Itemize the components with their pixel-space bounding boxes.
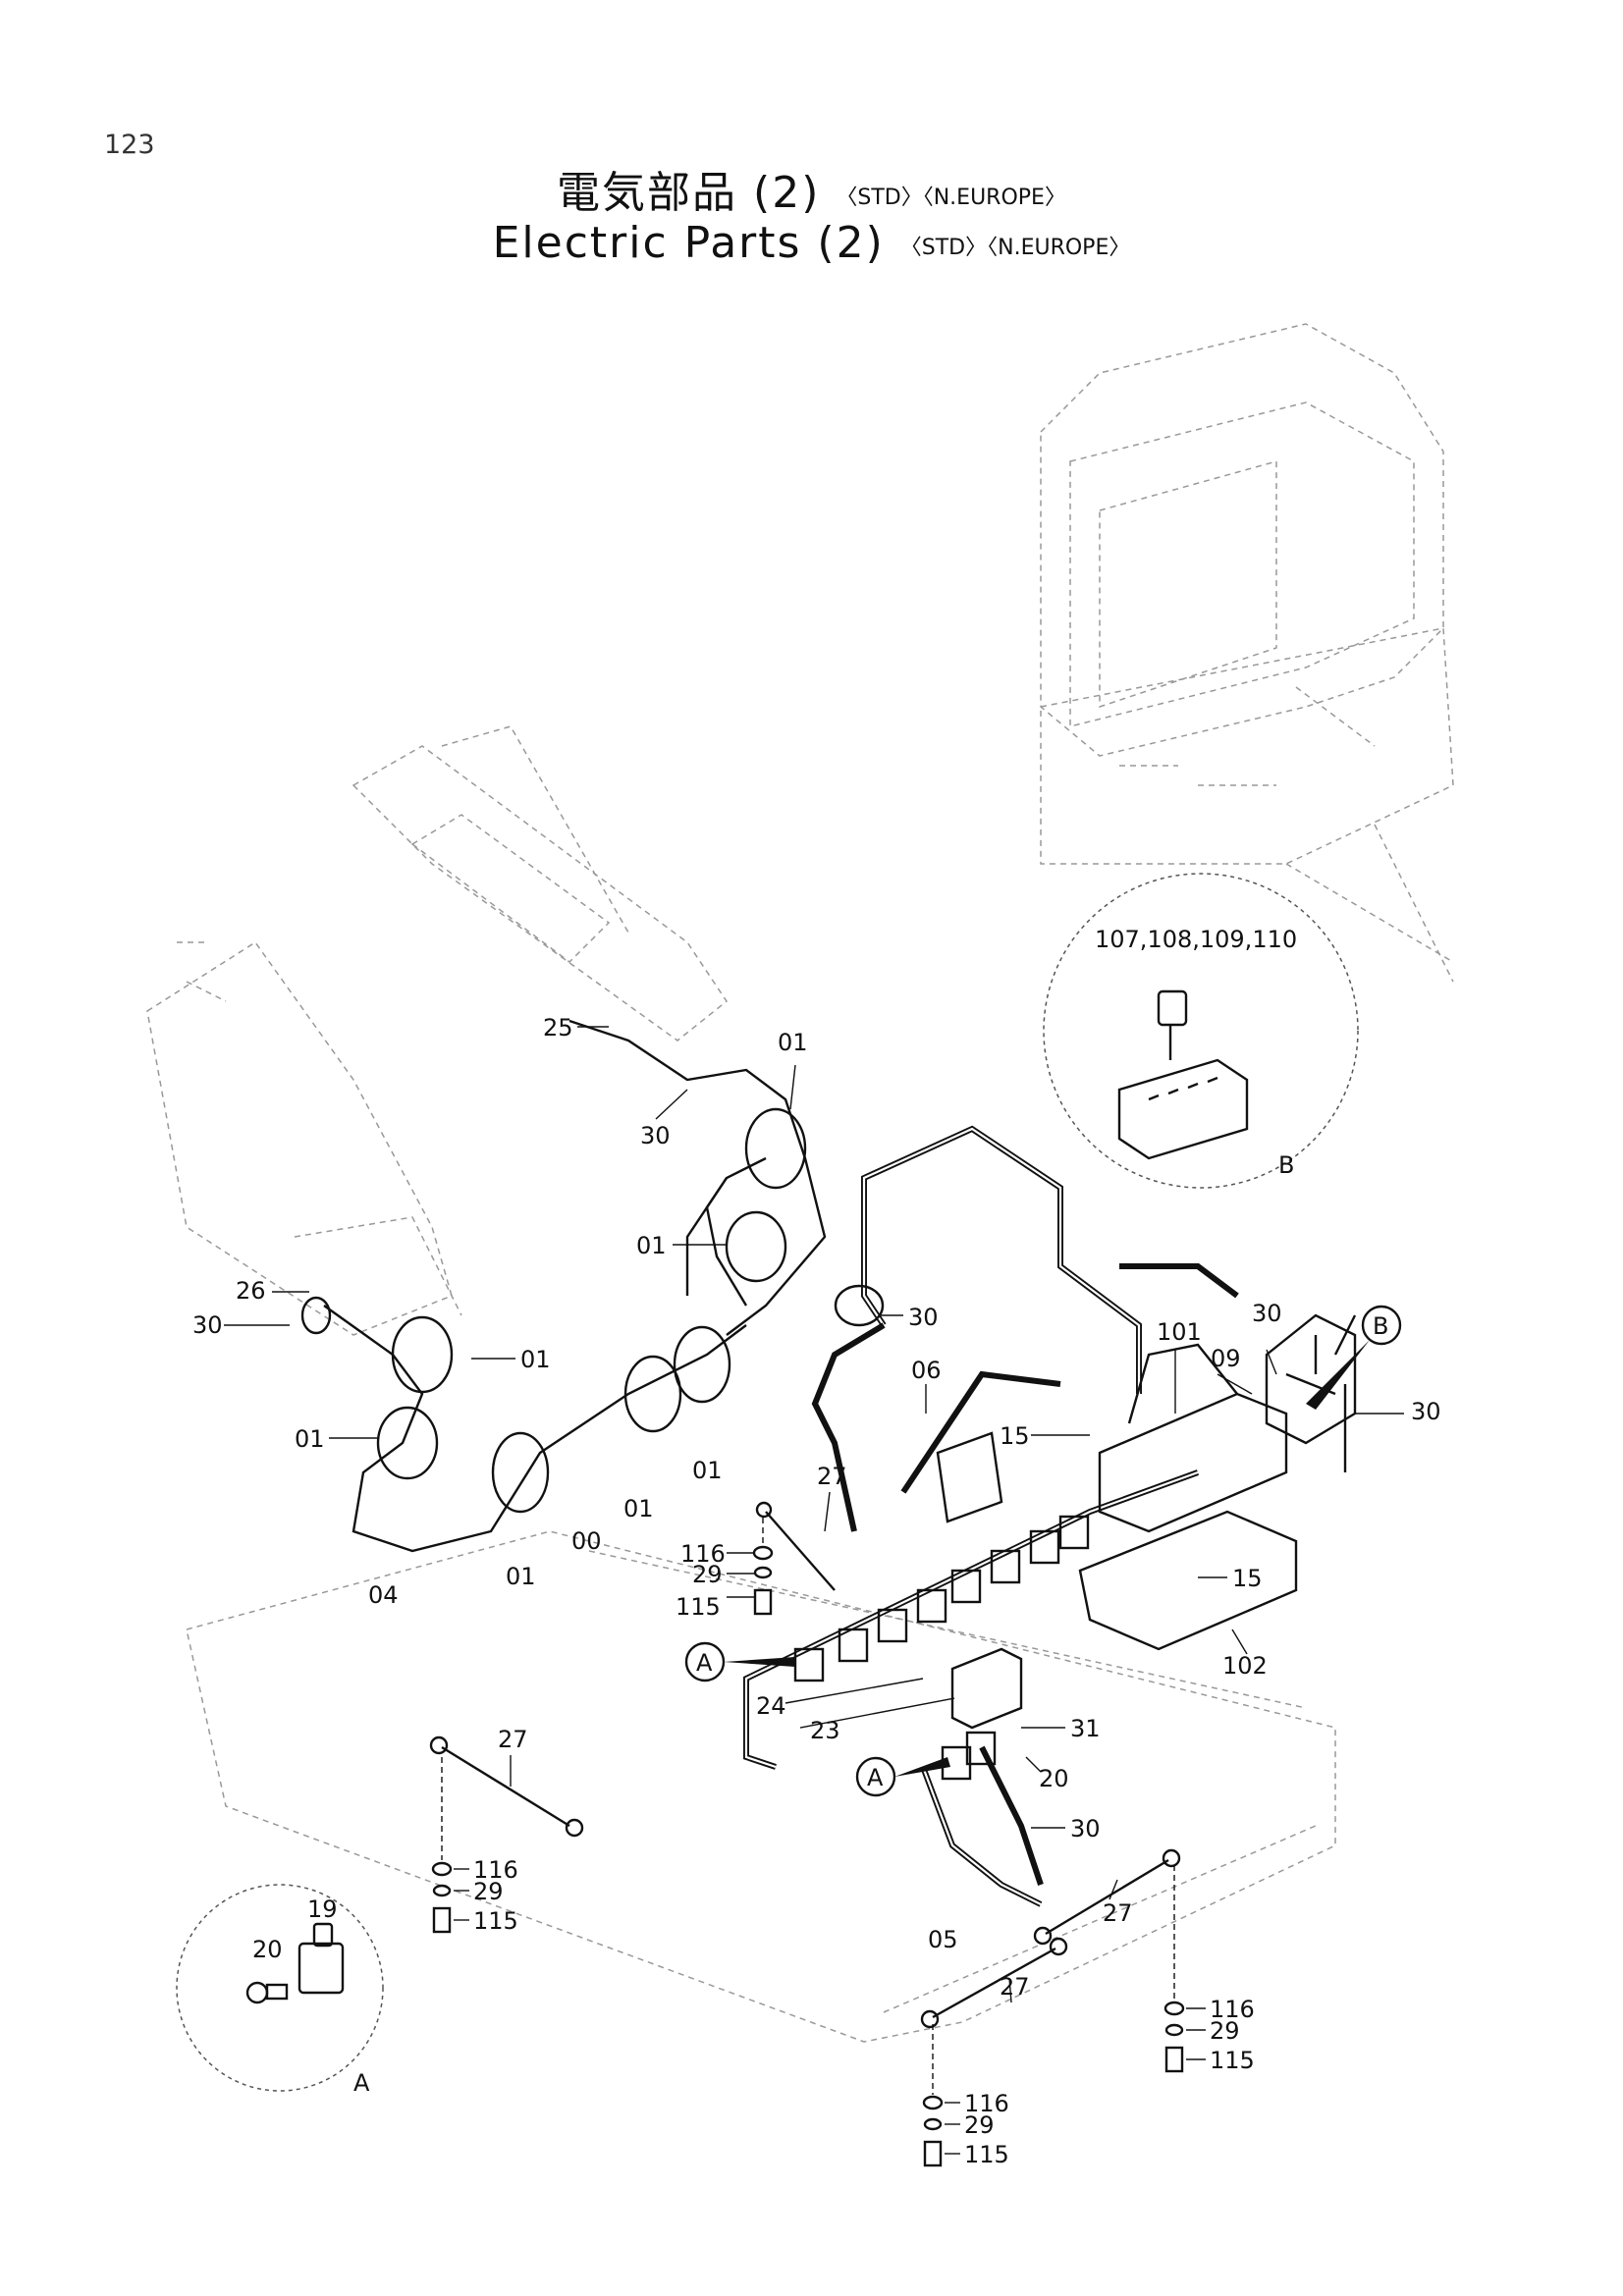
detail-marker-a-secondary: A	[867, 1764, 884, 1791]
title-jp-text: 電気部品 (2)	[557, 168, 821, 218]
title-en-text: Electric Parts (2)	[492, 218, 885, 268]
detail-circle-a	[176, 1884, 384, 2092]
label-115-a: 115	[676, 1593, 721, 1621]
label-115-b: 115	[473, 1907, 518, 1935]
label-31: 31	[1070, 1715, 1101, 1742]
label-27-b: 27	[498, 1726, 528, 1753]
label-27-d: 27	[1000, 1973, 1030, 2001]
label-102: 102	[1222, 1652, 1268, 1680]
tag-std: 〈STD〉	[836, 186, 923, 210]
label-101: 101	[1157, 1318, 1202, 1346]
label-30-b: 30	[192, 1311, 223, 1339]
label-19: 19	[307, 1896, 338, 1923]
fastener-stack-d	[922, 2095, 944, 2167]
page-number: 123	[104, 130, 155, 160]
label-27-a: 27	[817, 1463, 847, 1490]
label-15-a: 15	[1000, 1422, 1030, 1450]
label-01-g: 01	[506, 1563, 536, 1590]
detail-circle-b	[1043, 873, 1359, 1189]
label-30-c: 30	[908, 1304, 939, 1331]
label-29-c: 29	[1210, 2017, 1240, 2045]
label-115-c: 115	[1210, 2047, 1255, 2074]
leader-lines	[224, 1026, 1404, 2155]
label-01-f: 01	[623, 1495, 654, 1522]
console-sketch	[146, 940, 462, 1336]
label-01-b: 01	[636, 1232, 667, 1259]
label-116-c: 116	[1210, 1996, 1255, 2023]
detail-marker-a-detail: A	[353, 2069, 370, 2097]
control-lever-sketch	[352, 725, 729, 1041]
controller-102	[1078, 1510, 1298, 1651]
tag-std-en: 〈STD〉	[899, 236, 988, 260]
label-29-d: 29	[964, 2111, 995, 2139]
detail-marker-a-main: A	[696, 1649, 713, 1677]
title-english: Electric Parts (2) 〈STD〉〈N.EUROPE〉	[0, 218, 1623, 268]
callout-circle-b-main	[1306, 1305, 1402, 1410]
label-20-a: 20	[1039, 1765, 1069, 1792]
upper-harness	[323, 1019, 827, 1553]
label-25: 25	[543, 1014, 573, 1041]
label-23: 23	[810, 1717, 840, 1744]
cab-sketch	[1040, 323, 1454, 983]
label-116-d: 116	[964, 2090, 1009, 2117]
main-harness	[743, 1125, 1239, 1907]
fastener-stack-b	[431, 1861, 453, 1934]
fastener-stack-a	[752, 1545, 774, 1616]
tag-n-europe-en: 〈N.EUROPE〉	[987, 236, 1131, 260]
label-01-e: 01	[692, 1457, 723, 1484]
detail-marker-b-detail: B	[1278, 1151, 1294, 1179]
tag-n-europe: 〈N.EUROPE〉	[922, 186, 1066, 210]
label-15-b: 15	[1232, 1565, 1263, 1592]
label-29-a: 29	[692, 1561, 723, 1588]
label-30-a: 30	[640, 1122, 671, 1149]
label-01-d: 01	[295, 1425, 325, 1453]
label-29-b: 29	[473, 1878, 504, 1905]
label-115-d: 115	[964, 2141, 1009, 2168]
flasher-unit-23	[950, 1647, 1023, 1730]
label-06: 06	[911, 1357, 942, 1384]
label-107-110: 107,108,109,110	[1095, 926, 1297, 953]
label-01-c: 01	[520, 1346, 551, 1373]
title-japanese: 電気部品 (2) 〈STD〉〈N.EUROPE〉	[0, 157, 1623, 220]
label-04: 04	[368, 1581, 399, 1609]
label-09: 09	[1211, 1345, 1241, 1372]
detail-marker-b-main: B	[1373, 1312, 1388, 1340]
clamp-group	[300, 1107, 885, 1514]
label-20-b: 20	[252, 1936, 283, 1963]
controller-101	[1098, 1343, 1288, 1533]
callout-circle-a-secondary	[855, 1756, 950, 1797]
label-27-c: 27	[1103, 1899, 1133, 1927]
label-01-a: 01	[778, 1029, 808, 1056]
fastener-stack-c	[1163, 2001, 1185, 2073]
strap-group	[429, 1501, 1181, 2029]
floor-plate-sketch	[186, 1530, 1336, 2043]
label-24: 24	[756, 1692, 786, 1720]
relay-row	[793, 1515, 1090, 1781]
callout-circle-a-main	[684, 1641, 795, 1682]
label-05: 05	[928, 1926, 958, 1953]
label-30-f: 30	[1070, 1815, 1101, 1842]
label-00: 00	[571, 1527, 602, 1555]
label-116-b: 116	[473, 1856, 518, 1884]
dashed-drop-lines	[441, 1518, 1175, 2095]
connector-block	[936, 1431, 1003, 1523]
label-30-e: 30	[1411, 1398, 1441, 1425]
relay-bracket-b	[1265, 1313, 1357, 1472]
label-30-d: 30	[1252, 1300, 1282, 1327]
label-116-a: 116	[680, 1540, 726, 1568]
label-26: 26	[236, 1277, 266, 1305]
